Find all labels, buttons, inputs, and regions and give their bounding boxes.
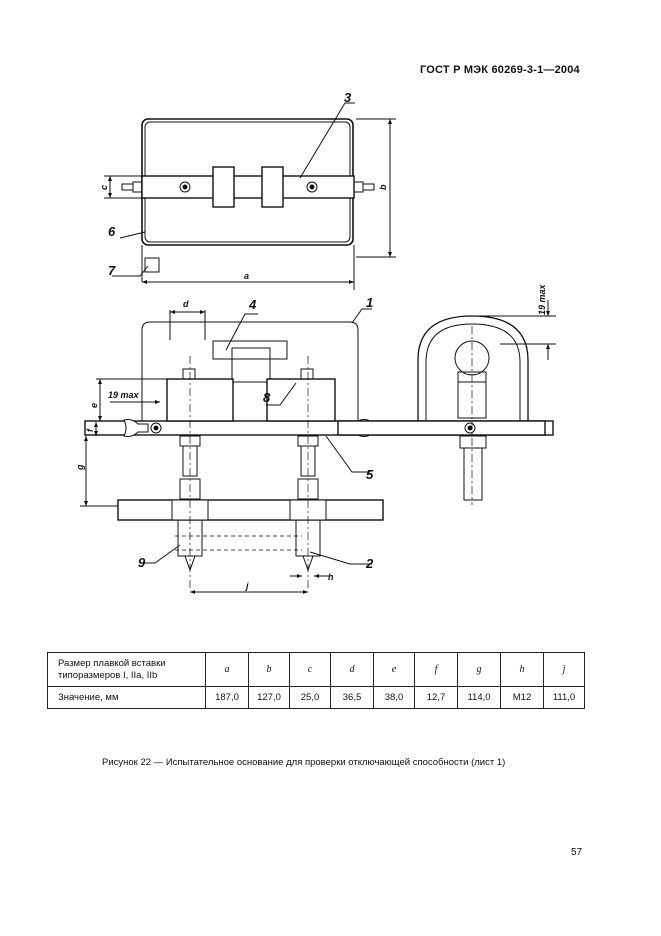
dim-label-h: h	[328, 572, 334, 582]
column-header-g: g	[457, 652, 501, 687]
dim-label-b: b	[378, 184, 388, 190]
top-view	[104, 102, 396, 290]
callout-1: 1	[366, 295, 373, 310]
dim-label-j: j	[245, 581, 249, 591]
column-header-b: b	[248, 652, 290, 687]
table-cell: 38,0	[373, 686, 415, 709]
dimensions-table: Размер плавкой вставки типоразмеров I, I…	[47, 652, 585, 709]
callout-2: 2	[365, 556, 374, 571]
dim-label-a: a	[244, 271, 249, 281]
callout-6: 6	[108, 224, 116, 239]
page-number: 57	[571, 847, 583, 858]
dim-label-e: e	[89, 403, 99, 408]
table-cell: 111,0	[543, 686, 585, 709]
callout-3: 3	[344, 90, 352, 105]
callout-8: 8	[263, 390, 271, 405]
dim-label-f: f	[85, 428, 95, 432]
dim-label-d: d	[183, 299, 189, 309]
table-values-row: Значение, мм 187,0 127,0 25,0 36,5 38,0 …	[47, 686, 585, 709]
callout-7: 7	[108, 263, 116, 278]
row-label-value: Значение, мм	[47, 686, 206, 709]
column-header-j: j	[543, 652, 585, 687]
dim-label-c: c	[99, 185, 109, 190]
column-header-c: c	[289, 652, 331, 687]
column-header-d: d	[330, 652, 374, 687]
dim-label-19max-side: 19 max	[537, 283, 547, 315]
table-cell: 25,0	[289, 686, 331, 709]
table-cell: 114,0	[457, 686, 501, 709]
column-header-a: a	[205, 652, 249, 687]
table-header-row: Размер плавкой вставки типоразмеров I, I…	[47, 652, 585, 687]
row-label-size: Размер плавкой вставки типоразмеров I, I…	[47, 652, 206, 687]
column-header-h: h	[500, 652, 544, 687]
front-view	[80, 308, 554, 594]
side-view	[337, 300, 556, 505]
table-cell: 187,0	[205, 686, 249, 709]
figure-caption: Рисунок 22 — Испытательное основание для…	[102, 757, 506, 768]
table-cell: 12,7	[414, 686, 458, 709]
dim-label-g: g	[75, 464, 85, 471]
callout-9: 9	[138, 555, 146, 570]
document-header: ГОСТ Р МЭК 60269-3-1—2004	[420, 64, 580, 76]
technical-drawing: 3 6 7 4 1 8 5 2 9 a b c d e f g h j 19 m…	[75, 90, 556, 594]
table-cell: M12	[500, 686, 544, 709]
callout-4: 4	[248, 297, 257, 312]
dim-label-19max-front: 19 max	[108, 390, 140, 400]
table-cell: 127,0	[248, 686, 290, 709]
column-header-e: e	[373, 652, 415, 687]
column-header-f: f	[414, 652, 458, 687]
callout-5: 5	[366, 467, 374, 482]
table-cell: 36,5	[330, 686, 374, 709]
